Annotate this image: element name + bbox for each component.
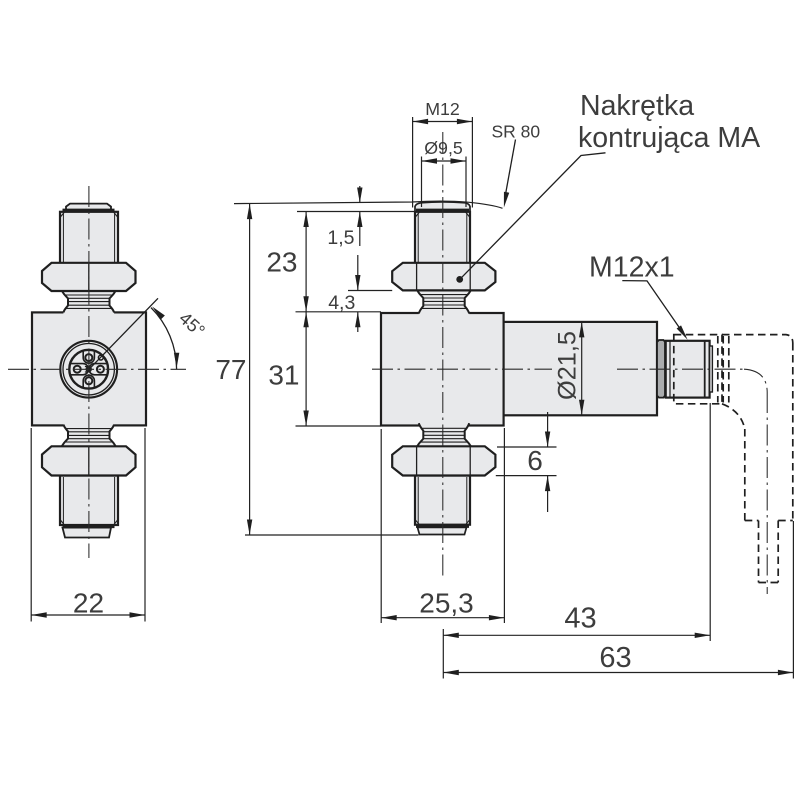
svg-text:23: 23 [266, 247, 297, 278]
svg-text:4,3: 4,3 [328, 292, 355, 314]
svg-text:6: 6 [527, 445, 543, 476]
svg-text:43: 43 [564, 603, 596, 635]
svg-text:Ø9,5: Ø9,5 [424, 138, 463, 158]
svg-text:Ø21,5: Ø21,5 [554, 331, 582, 400]
svg-text:Nakrętka: Nakrętka [580, 90, 694, 122]
svg-text:63: 63 [599, 642, 631, 674]
svg-text:M12: M12 [425, 99, 460, 119]
svg-text:kontrująca MA: kontrująca MA [578, 122, 760, 154]
svg-text:22: 22 [73, 588, 104, 619]
svg-text:31: 31 [268, 360, 299, 391]
svg-text:25,3: 25,3 [419, 588, 474, 619]
svg-text:77: 77 [215, 354, 246, 385]
svg-text:45°: 45° [175, 308, 209, 341]
svg-text:M12x1: M12x1 [589, 252, 675, 284]
svg-text:SR 80: SR 80 [492, 122, 541, 142]
svg-text:1,5: 1,5 [327, 227, 354, 249]
